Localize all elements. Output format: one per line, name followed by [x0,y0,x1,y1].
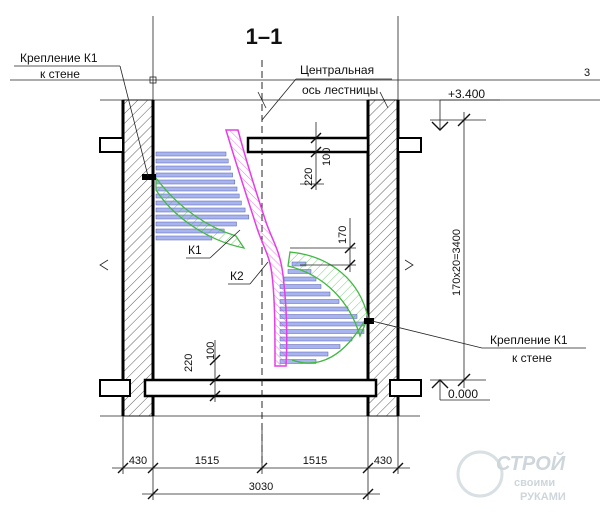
outer-stringer-bottom [291,319,366,364]
stair-tread [279,306,349,312]
level-top-value: +3.400 [448,87,485,101]
step-height: 170 [337,226,349,244]
outer-stringer-lower [287,251,369,338]
wall-break-left [99,259,109,271]
dim-tick [392,462,404,474]
wall-left-dimension: 430 [129,455,147,467]
k1-label: К1 [188,243,202,257]
outer-stringer-upper [155,176,246,249]
top-slab-left-end [99,137,124,153]
dim-tick [362,462,374,474]
stair-tread [279,314,358,319]
watermark-logo: СТРОЙ своими РУКАМИ [456,450,566,503]
reference-marker [149,76,157,84]
dim-tick [362,488,374,500]
dim-tick [344,242,356,254]
stair-tread [279,291,331,297]
dim-tick [209,354,221,366]
height-tick-top [457,113,471,127]
bottom-slab [143,378,378,398]
dim-tick [147,462,159,474]
stair-tread [155,228,225,234]
watermark-line2: РУКАМИ [520,491,566,503]
section-title: 1–1 [246,24,283,49]
stair-tread [283,276,317,282]
dim-tick [147,488,159,500]
stair-tread [279,336,353,342]
bottom-slab-right-end [389,379,422,397]
mount-left-label-line1: Крепление К1 [20,51,98,65]
axis-label-line1: Центральная [300,63,374,77]
wall-break-right [404,259,414,271]
half-right-dimension: 1515 [303,455,327,467]
left-wall [122,99,154,417]
watermark-brand: СТРОЙ [496,451,566,475]
dim-tick [209,374,221,386]
top-slab-thickness: 100 [321,148,333,166]
bottom-slab-thickness: 100 [205,342,217,360]
dim-tick [310,132,322,144]
total-width-dimension: 3030 [249,481,273,493]
bottom-gap-dimension: 220 [183,354,195,372]
height-tick-bottom [457,373,471,387]
stair-tread [155,235,213,241]
dim-tick [344,259,356,271]
leader-k1-diag [209,229,241,259]
axis-label-line2: ось лестницы [302,83,378,97]
stair-tread [155,179,236,185]
top-slab [246,136,370,154]
leader-axis-diag [261,78,297,121]
stair-tread [279,321,365,327]
stair-tread [155,172,233,178]
central-stringer [224,129,288,367]
stair-tread [155,186,238,192]
watermark-line1: своими [514,477,555,489]
dim-tick [117,462,129,474]
height-dimension-text: 170x20=3400 [451,229,463,296]
stair-tread [279,344,341,349]
mount-right-label-line1: Крепление К1 [490,333,568,347]
half-left-dimension: 1515 [195,455,219,467]
margin-mark: 3 [584,67,590,79]
dim-tick [310,146,322,158]
mount-marker-right [364,318,374,324]
top-gap-dimension: 220 [303,168,315,186]
leader-k2-diag [249,261,269,285]
bottom-slab-left-end [99,379,131,397]
stair-tread [155,151,227,157]
level-bottom-value: 0.000 [448,387,478,401]
top-slab-right-end [397,137,422,153]
right-wall [367,99,399,417]
stair-tread [279,284,322,289]
leader-mount-left-diag [119,65,149,177]
stair-tread [155,193,240,199]
wall-right-dimension: 430 [374,455,392,467]
stair-tread [155,200,242,206]
stair-tread [155,158,229,164]
k2-label: К2 [230,269,244,283]
dim-tick [256,462,268,474]
stair-tread [279,329,365,334]
stair-tread [155,165,231,171]
stair-tread [155,207,246,213]
stair-tread [155,214,250,220]
dim-tick [209,390,221,402]
mount-marker-left [142,174,156,180]
mount-right-label-line2: к стене [512,351,552,365]
stair-tread [279,299,340,304]
mount-left-label-line2: к стене [40,67,80,81]
